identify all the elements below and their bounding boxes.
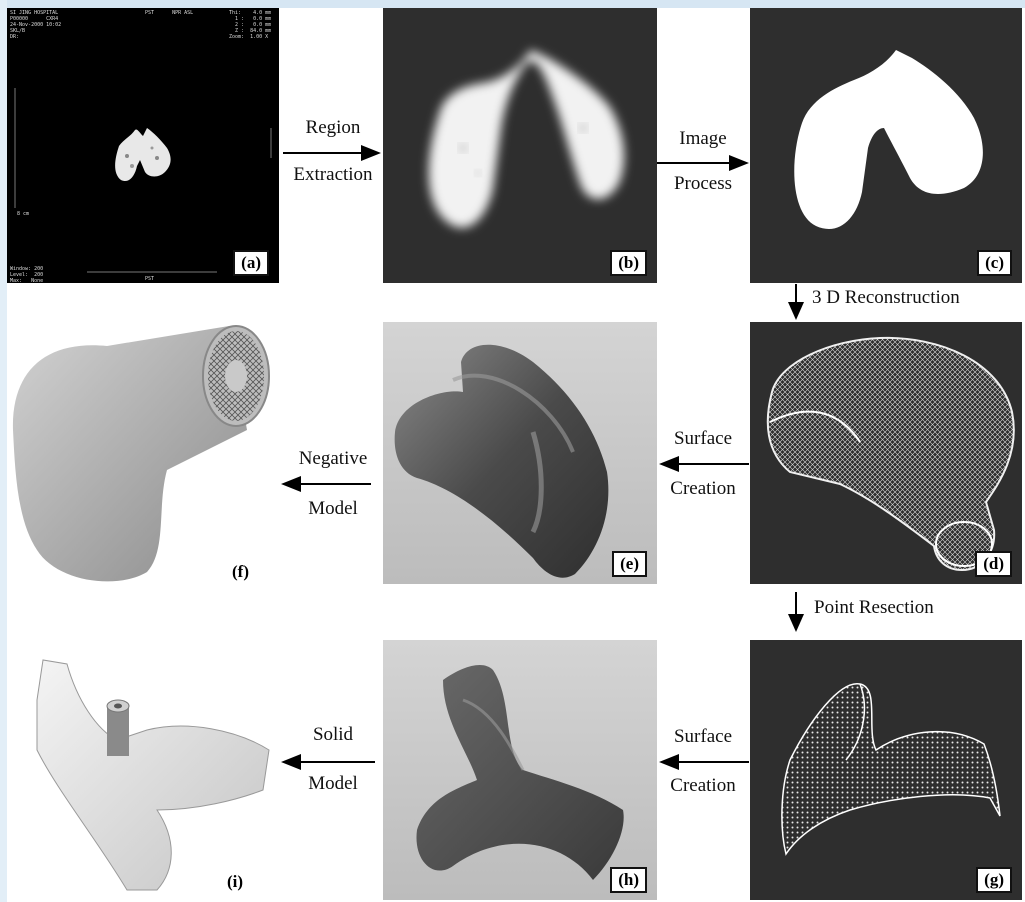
- extracted-region-image: [383, 8, 657, 283]
- arrow-e-to-f-line2: Model: [283, 498, 383, 520]
- arrow-d-to-e-line1: Surface: [657, 428, 749, 450]
- arrow-a-to-b-line2: Extraction: [283, 164, 383, 186]
- panel-i-solid: (i): [7, 640, 279, 900]
- arrow-d-to-g-label: Point Resection: [814, 597, 934, 619]
- ct-overlay-bottom-center: PST: [145, 276, 154, 282]
- panel-d-pointcloud: (d): [750, 322, 1022, 584]
- ct-overlay-top-right: Thi: 4.0 mm 1 : 0.0 mm 2 : 0.0 mm Z : 84…: [229, 10, 271, 40]
- panel-g-resected: (g): [750, 640, 1022, 900]
- ct-slice-image: [7, 8, 279, 283]
- arrow-h-to-i-line1: Solid: [283, 724, 383, 746]
- panel-label-e: (e): [612, 551, 647, 577]
- arrow-a-to-b: [283, 143, 383, 163]
- processed-image: [750, 8, 1022, 283]
- arrow-g-to-h-line1: Surface: [657, 726, 749, 748]
- panel-label-f: (f): [226, 561, 255, 583]
- arrow-c-to-d-label: 3 D Reconstruction: [812, 287, 960, 309]
- arrow-b-to-c-line1: Image: [657, 128, 749, 150]
- arrow-h-to-i-line2: Model: [283, 773, 383, 795]
- arrow-e-to-f: [279, 474, 379, 494]
- top-accent-bar: [0, 0, 1025, 8]
- panel-label-c: (c): [977, 250, 1012, 276]
- left-accent-bar: [0, 0, 7, 902]
- arrow-e-to-f-line1: Negative: [283, 448, 383, 470]
- ct-overlay-top-center: PST NPR ASL: [145, 10, 193, 16]
- negative-model-image: [7, 310, 279, 590]
- arrow-b-to-c-line2: Process: [657, 173, 749, 195]
- panel-f-negative: (f): [7, 310, 279, 590]
- arrow-d-to-g: [786, 592, 806, 634]
- arrow-b-to-c: [657, 153, 749, 173]
- ct-overlay-top-left: SI JING HOSPITAL P00000 CXR4 24-Nov-2000…: [10, 10, 61, 40]
- arrow-g-to-h: [657, 752, 749, 772]
- panel-label-d: (d): [975, 551, 1012, 577]
- ct-overlay-bottom-left: Window: 200 Level: 200 Max: None: [10, 266, 43, 283]
- panel-label-g: (g): [976, 867, 1012, 893]
- panel-b-region: (b): [383, 8, 657, 283]
- arrow-d-to-e-line2: Creation: [657, 478, 749, 500]
- panel-c-processed: (c): [750, 8, 1022, 283]
- surface-model-image: [383, 322, 657, 584]
- resected-pointcloud-image: [750, 640, 1022, 900]
- solid-model-image: [7, 640, 279, 900]
- arrow-g-to-h-line2: Creation: [657, 775, 749, 797]
- arrow-h-to-i: [279, 752, 379, 772]
- arrow-c-to-d: [786, 284, 806, 320]
- panel-label-a: (a): [233, 250, 269, 276]
- pointcloud-3d-image: [750, 322, 1022, 584]
- ct-overlay-scale: 8 cm: [17, 211, 29, 217]
- panel-label-i: (i): [221, 871, 249, 893]
- panel-label-b: (b): [610, 250, 647, 276]
- resected-surface-image: [383, 640, 657, 900]
- arrow-a-to-b-line1: Region: [283, 117, 383, 139]
- panel-e-surface: (e): [383, 322, 657, 584]
- panel-a-ct-slice: SI JING HOSPITAL P00000 CXR4 24-Nov-2000…: [7, 8, 279, 283]
- arrow-d-to-e: [657, 454, 749, 474]
- panel-label-h: (h): [610, 867, 647, 893]
- panel-h-surface: (h): [383, 640, 657, 900]
